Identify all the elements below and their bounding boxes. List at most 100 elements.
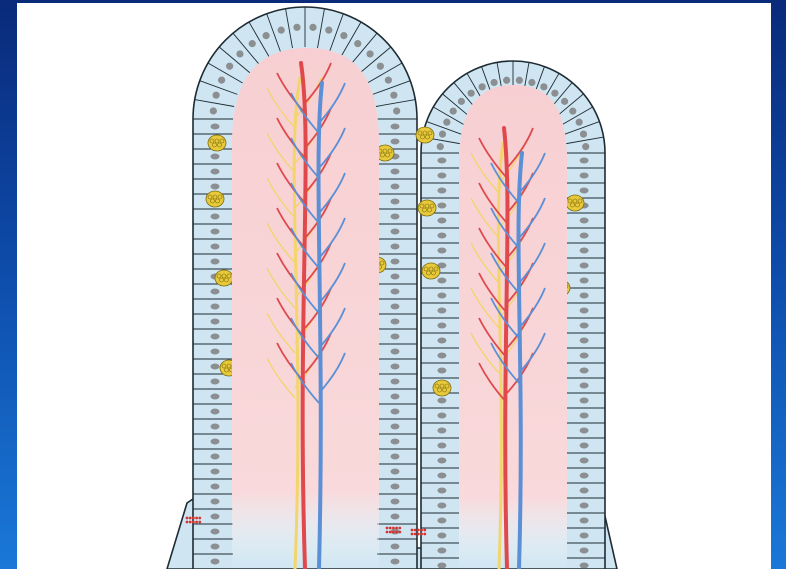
nucleus [580,548,589,554]
nucleus [580,563,589,569]
villus-right-core [459,85,567,569]
nucleus [582,143,589,150]
granule [198,517,201,520]
nucleus [218,77,225,84]
nucleus [211,184,220,190]
nucleus [437,353,446,359]
nucleus [437,443,446,449]
nucleus [580,248,589,254]
nucleus [391,334,400,340]
nucleus [377,63,384,70]
nucleus [211,319,220,325]
nucleus [366,50,373,57]
nucleus [580,488,589,494]
nucleus [391,484,400,490]
nucleus [211,379,220,385]
nucleus [580,188,589,194]
nucleus [437,338,446,344]
nucleus [236,50,243,57]
nucleus [437,458,446,464]
nucleus [450,108,457,115]
nucleus [437,233,446,239]
nucleus [211,529,220,535]
nucleus [391,304,400,310]
nucleus [580,413,589,419]
nucleus [437,143,444,150]
nucleus [391,424,400,430]
nucleus [528,79,535,86]
nucleus [437,428,446,434]
nucleus [211,499,220,505]
nucleus [391,364,400,370]
nucleus [354,40,361,47]
nucleus [211,514,220,520]
nucleus [391,244,400,250]
nucleus [211,439,220,445]
nucleus [263,32,270,39]
nucleus [391,394,400,400]
granule [186,517,189,520]
nucleus [437,368,446,374]
nucleus [391,274,400,280]
nucleus [211,409,220,415]
nucleus [580,308,589,314]
nucleus [580,278,589,284]
figure-panel [17,3,771,569]
granule [186,521,189,524]
nucleus [278,27,285,34]
nucleus [580,338,589,344]
nucleus [437,173,446,179]
nucleus [211,454,220,460]
nucleus [516,77,523,84]
nucleus [580,323,589,329]
nucleus [390,92,397,99]
nucleus [580,518,589,524]
nucleus [211,244,220,250]
nucleus [391,169,400,175]
nucleus [437,473,446,479]
granule [198,521,201,524]
nucleus [391,229,400,235]
nucleus [437,278,446,284]
nucleus [437,398,446,404]
nucleus [439,131,446,138]
nucleus [211,154,220,160]
nucleus [211,124,220,130]
nucleus [437,488,446,494]
nucleus [391,409,400,415]
nucleus [580,131,587,138]
nucleus [391,469,400,475]
nucleus [580,218,589,224]
nucleus [561,98,568,105]
granule [189,517,192,520]
nucleus [437,413,446,419]
nucleus [503,77,510,84]
nucleus [443,119,450,126]
nucleus [211,214,220,220]
nucleus [211,424,220,430]
nucleus [385,77,392,84]
nucleus [468,90,475,97]
nucleus [580,158,589,164]
nucleus [211,259,220,265]
nucleus [580,428,589,434]
nucleus [580,368,589,374]
nucleus [391,439,400,445]
nucleus [580,533,589,539]
nucleus [211,559,220,565]
nucleus [437,308,446,314]
nucleus [211,289,220,295]
nucleus [580,263,589,269]
nucleus [391,349,400,355]
nucleus [340,32,347,39]
nucleus [211,544,220,550]
nucleus [437,293,446,299]
nucleus [211,469,220,475]
nucleus [211,169,220,175]
nucleus [391,379,400,385]
nucleus [391,199,400,205]
granule [195,521,198,524]
nucleus [580,233,589,239]
nucleus [580,293,589,299]
